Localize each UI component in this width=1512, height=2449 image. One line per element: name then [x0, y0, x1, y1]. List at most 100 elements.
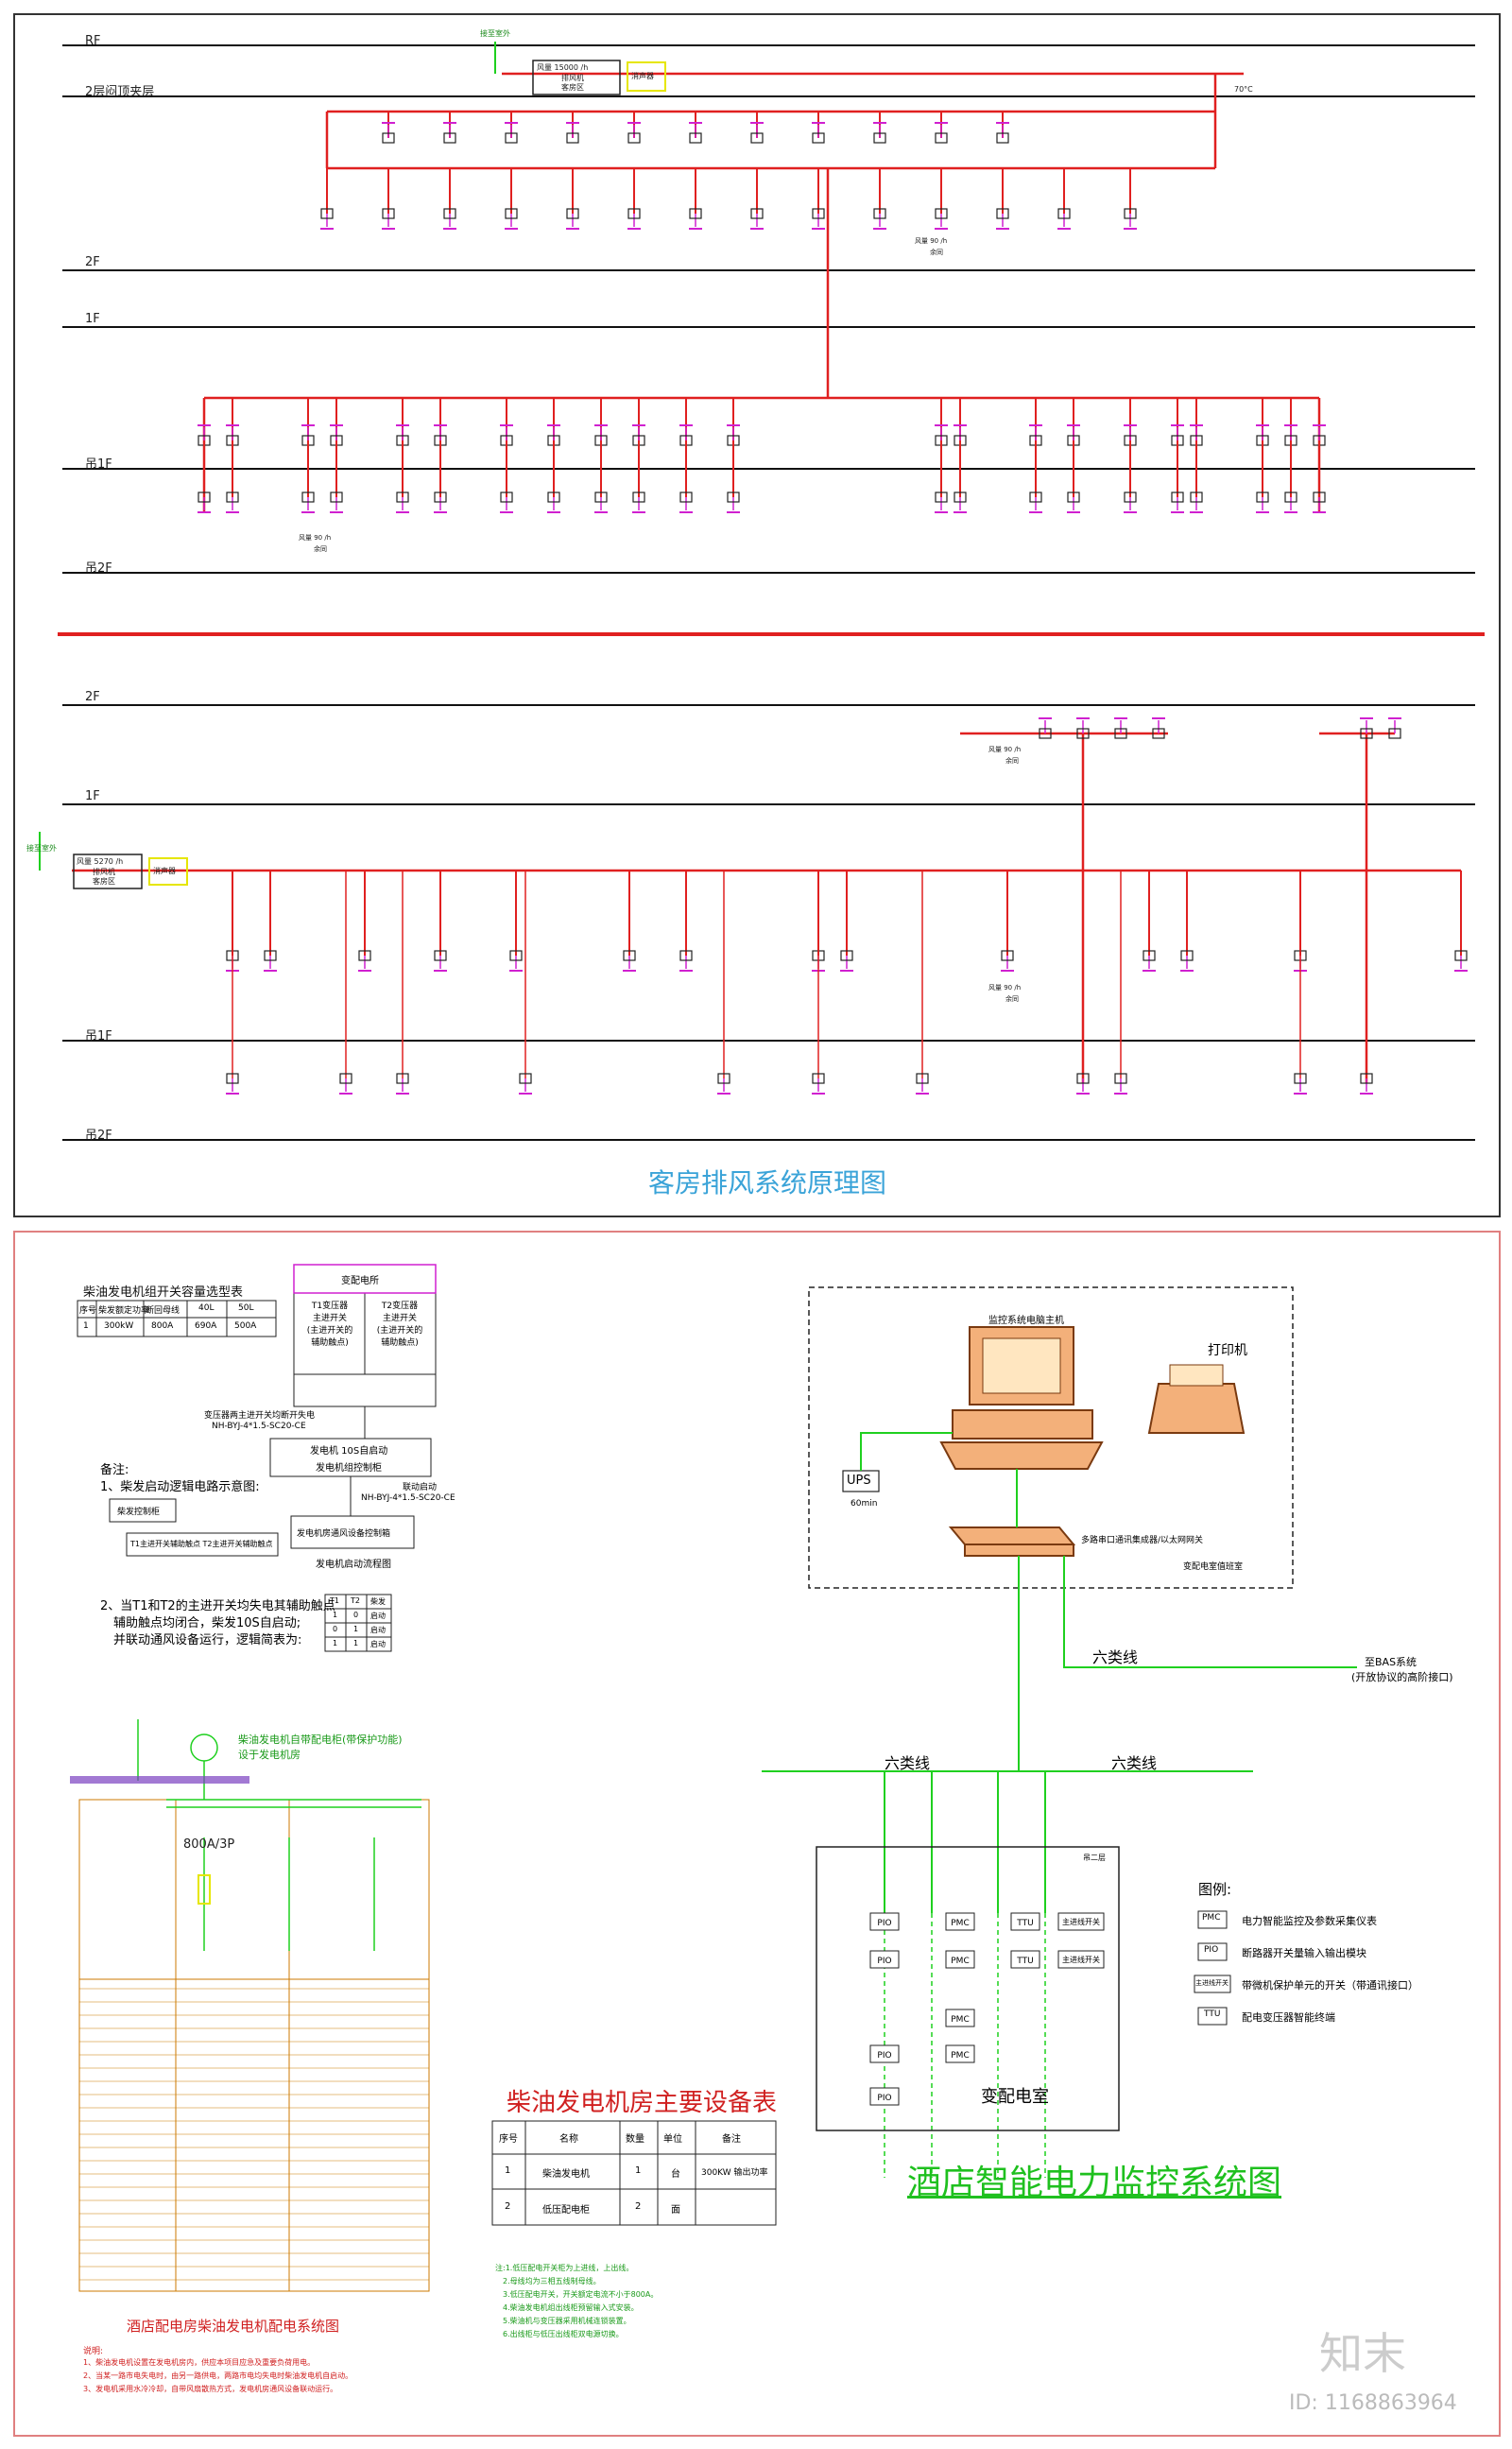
logic-c02: 柴发: [370, 1597, 386, 1606]
grille-box: [434, 950, 447, 961]
equip-h4: 备注: [722, 2134, 741, 2145]
note-title: 备注:: [100, 1463, 129, 1477]
main-switch-module-label: 主进线开关: [1062, 1917, 1100, 1926]
switch-table-title: 柴油发电机组开关容量选型表: [83, 1285, 244, 1300]
grille-box: [1001, 950, 1014, 961]
switch-table-r0: 1: [83, 1321, 89, 1331]
legend-text-1: 断路器开关量输入输出模块: [1242, 1947, 1366, 1959]
breaker-rating: 800A/3P: [183, 1837, 235, 1852]
grille-box: [679, 492, 693, 503]
pmc-module-label: PMC: [951, 2051, 969, 2061]
cable1-desc: 变压器两主进开关均断开失电: [204, 1411, 316, 1421]
grille-box: [1124, 492, 1137, 503]
grille-box: [954, 492, 967, 503]
grille-box: [935, 208, 948, 219]
gen-label: 柴油发电机自带配电柜(带保护功能): [238, 1733, 403, 1746]
bas-label-1: 至BAS系统: [1365, 1656, 1418, 1668]
fan-lower-flow: 风量 5270 /h: [77, 857, 124, 866]
grille-box: [1190, 492, 1203, 503]
cable2-spec: NH-BYJ-4*1.5-SC20-CE: [361, 1493, 455, 1503]
ttu-module: [1010, 1912, 1040, 1931]
silencer-lower: [148, 857, 188, 886]
logic-c00: T1: [330, 1596, 339, 1605]
t2-line-3: (主进开关的: [376, 1326, 423, 1336]
grille-box: [840, 950, 853, 961]
start-flow-title: 发电机启动流程图: [316, 1560, 391, 1570]
gen-box-line1: 发电机 10S自启动: [310, 1446, 388, 1457]
grille-box: [935, 132, 948, 144]
logic-c31: 1: [353, 1639, 359, 1647]
grille-box: [519, 1073, 532, 1084]
grille-box: [873, 132, 886, 144]
grille-box: [1360, 728, 1373, 739]
grille-box: [505, 132, 518, 144]
grille-note-4-b: 余同: [1005, 995, 1019, 1003]
main-switch-module: [1057, 1912, 1105, 1931]
logic-c22: 启动: [370, 1626, 386, 1634]
fan-upper-zone: 客房区: [561, 83, 584, 92]
substation-room-label: 变配电室: [981, 2087, 1049, 2107]
equip-r0c0: 1: [505, 2165, 511, 2176]
exhaust-fan-lower: [73, 854, 143, 889]
gateway-icon: [948, 1526, 1076, 1557]
grille-box: [226, 492, 239, 503]
monitor-room-label: 变配电室值班室: [1183, 1562, 1244, 1572]
fan-lower-zone: 客房区: [93, 877, 115, 886]
grille-box: [1029, 492, 1042, 503]
grille-box: [689, 132, 702, 144]
gen-box-line2: 发电机组控制柜: [316, 1463, 382, 1474]
notes-line3: 3、发电机采用水冷冷却，自带风扇散热方式，发电机房通风设备联动运行。: [83, 2385, 338, 2393]
logic-c21: 1: [353, 1625, 359, 1633]
pio-module-label: PIO: [877, 1957, 891, 1966]
pio-module: [869, 1950, 900, 1969]
ups-time: 60min: [850, 1499, 878, 1509]
grille-box: [812, 208, 825, 219]
equip-r1c2: 2: [635, 2201, 642, 2212]
note-line1: 1、柴发启动逻辑电路示意图:: [100, 1480, 260, 1494]
silencer-upper: [627, 61, 666, 92]
grille-box: [1124, 208, 1137, 219]
grille-box: [594, 492, 608, 503]
notes-title: 说明:: [83, 2347, 104, 2356]
floor-label-2f-lower: 2F: [85, 690, 100, 704]
ups-label: UPS: [847, 1474, 871, 1488]
substation-room-box: [816, 1846, 1120, 2131]
vent-box-label: 发电机房通风设备控制箱: [297, 1529, 391, 1539]
silencer-lower-label: 消声器: [153, 867, 176, 875]
note2-line1: 2、当T1和T2的主进开关均失电其辅助触点: [100, 1599, 335, 1613]
exhaust-schematic: [39, 42, 1485, 1141]
grille-box: [396, 1073, 409, 1084]
exhaust-diagram-title: 客房排风系统原理图: [648, 1167, 887, 1199]
legend-text-2: 带微机保护单元的开关（带通讯接口）: [1242, 1979, 1418, 1992]
gen-distribution-table: [78, 1799, 430, 2292]
main-switch-module: [1057, 1950, 1105, 1969]
grille-box: [873, 208, 886, 219]
floor-label-1f-lower: 1F: [85, 789, 100, 803]
fan-lower-type: 排风机: [93, 868, 115, 876]
watermark-id: ID: 1168863964: [1289, 2391, 1457, 2415]
exhaust-fan-upper: [532, 60, 621, 95]
grille-box: [1360, 1073, 1373, 1084]
equip-h0: 序号: [499, 2134, 518, 2145]
grille-box: [1067, 492, 1080, 503]
floor-tag: 吊二层: [1083, 1854, 1106, 1862]
t1-line-2: 主进开关: [312, 1314, 347, 1323]
grille-box: [1454, 950, 1468, 961]
grille-box: [627, 132, 641, 144]
grille-box: [443, 132, 456, 144]
switch-table-h2: 断回母线: [146, 1306, 180, 1316]
grille-box: [198, 492, 211, 503]
grille-box: [1114, 728, 1127, 739]
substation-title: 变配电所: [341, 1276, 379, 1286]
equip-r0c3: 台: [671, 2169, 680, 2180]
notes2-line5: 5.柴油机与变压器采用机械连锁装置。: [503, 2317, 631, 2325]
equip-table-title: 柴油发电机房主要设备表: [507, 2089, 778, 2117]
note2-line2: 辅助触点均闭合，柴发10S自启动;: [113, 1616, 301, 1630]
computer-icon: [939, 1326, 1104, 1470]
grille-box: [996, 208, 1009, 219]
legend-text-0: 电力智能监控及参数采集仪表: [1242, 1915, 1377, 1927]
notes2-line4: 4.柴油发电机组出线柜预留输入式安装。: [503, 2303, 639, 2312]
notes2-line3: 3.低压配电开关，开关额定电流不小于800A。: [503, 2290, 659, 2299]
grille-box: [623, 950, 636, 961]
